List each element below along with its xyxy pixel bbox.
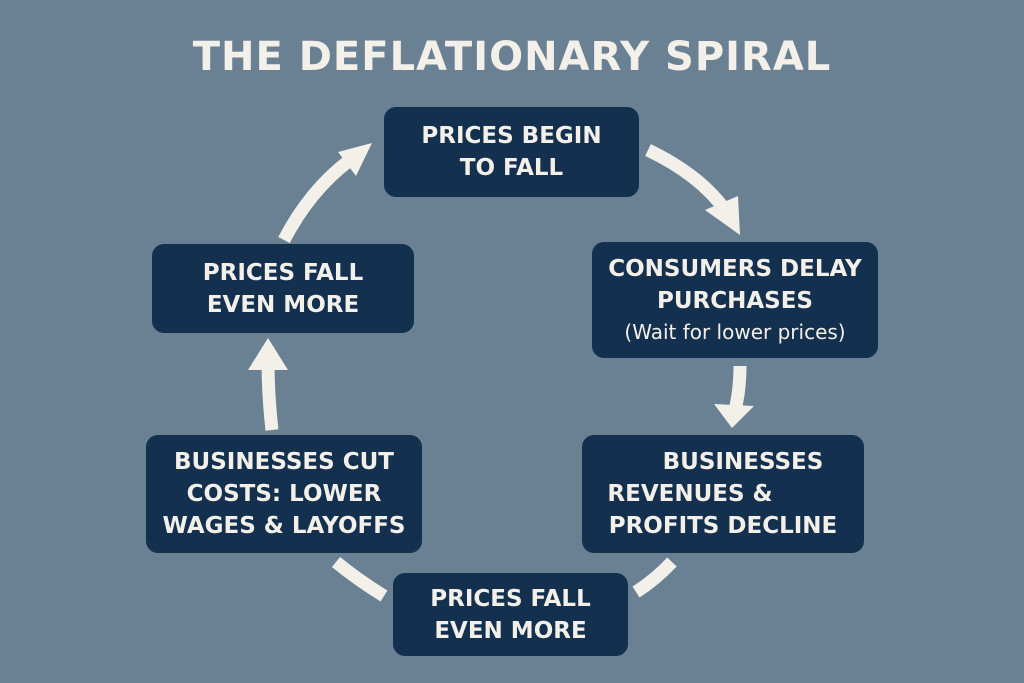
arrow-left-upper-to-top	[278, 154, 354, 244]
arc-right-lower-to-bottom	[632, 557, 677, 598]
node-line: PRICES BEGIN	[421, 123, 602, 149]
node-line: PRICES FALL	[430, 585, 591, 612]
node-business-revenues-decline: BUSINESSES REVENUES & PROFITS DECLINE	[582, 435, 864, 553]
node-prices-begin-to-fall: PRICES BEGIN TO FALL	[384, 107, 639, 197]
node-line: REVENUES &	[607, 481, 773, 507]
arc-bottom-to-left-lower	[331, 556, 388, 602]
node-line: CONSUMERS DELAY	[608, 256, 862, 282]
node-businesses-cut-costs: BUSINESSES CUT COSTS: LOWER WAGES & LAYO…	[146, 435, 422, 553]
arrow-top-to-right-upper	[645, 144, 731, 214]
node-line: EVEN MORE	[206, 291, 360, 318]
node-line: TO FALL	[459, 155, 564, 181]
node-consumers-delay-purchases: CONSUMERS DELAY PURCHASES (Wait for lowe…	[592, 242, 878, 358]
node-line: PRICES FALL	[202, 259, 364, 286]
node-line: EVEN MORE	[434, 617, 587, 644]
node-prices-fall-even-more-left: PRICES FALL EVEN MORE	[152, 244, 414, 333]
arrowhead-right-upper	[705, 196, 740, 235]
node-line: BUSINESSES CUT	[174, 449, 394, 475]
node-line: PURCHASES	[656, 288, 813, 314]
arrow-right-upper-to-right-lower	[728, 365, 747, 412]
arrowhead-right-lower	[714, 404, 754, 428]
diagram-title: THE DEFLATIONARY SPIRAL	[192, 34, 832, 80]
node-prices-fall-even-more-bottom: PRICES FALL EVEN MORE	[393, 573, 628, 656]
node-line: BUSINESSES	[662, 449, 824, 475]
arrow-left-lower-to-left-upper	[261, 359, 279, 431]
node-line: PROFITS DECLINE	[608, 513, 838, 539]
node-line: COSTS: LOWER	[186, 481, 382, 507]
node-line: WAGES & LAYOFFS	[162, 513, 406, 539]
arrowhead-top	[338, 143, 372, 176]
node-subtitle: (Wait for lower prices)	[624, 320, 846, 344]
arrowhead-left-upper	[248, 338, 288, 370]
